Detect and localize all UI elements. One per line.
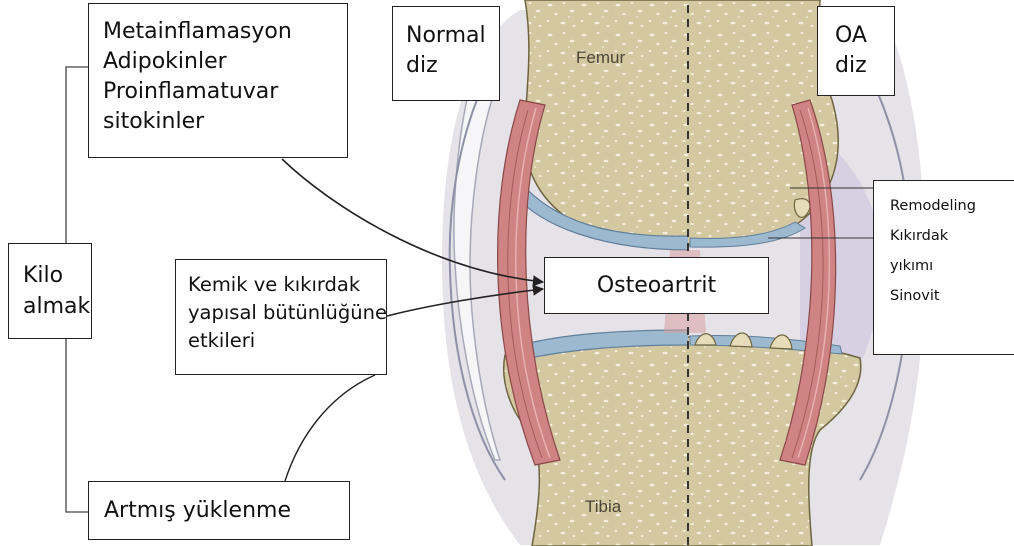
kikirdak-text: Kıkırdak bbox=[890, 221, 1014, 251]
kilo-almak-box: Kilo almak bbox=[8, 243, 92, 339]
proinflamatuvar-text: Proinflamatuvar bbox=[103, 77, 347, 107]
oa-text: OA bbox=[835, 21, 894, 51]
femur-label: Femur bbox=[576, 48, 625, 68]
kilo-text: Kilo bbox=[23, 260, 91, 291]
metainflamasyon-box: Metainflamasyon Adipokinler Proinflamatu… bbox=[88, 3, 348, 158]
sinovit-text: Sinovit bbox=[890, 281, 1014, 311]
femur-bone bbox=[524, 0, 838, 246]
kemik-kikirdak-box: Kemik ve kıkırdak yapısal bütünlüğüne et… bbox=[175, 259, 387, 375]
oa-diz-text: diz bbox=[835, 51, 894, 81]
normal-text: Normal bbox=[406, 21, 499, 51]
sitokinler-text: sitokinler bbox=[103, 107, 347, 137]
metainflamasyon-text: Metainflamasyon bbox=[103, 17, 347, 47]
kemik-line-1: Kemik ve kıkırdak bbox=[188, 271, 386, 299]
artmis-yuklenme-box: Artmış yüklenme bbox=[88, 481, 350, 540]
osteoartrit-box: Osteoartrit bbox=[544, 257, 769, 314]
osteoartrit-text: Osteoartrit bbox=[545, 272, 768, 300]
normal-diz-text: diz bbox=[406, 51, 499, 81]
artmis-text: Artmış yüklenme bbox=[104, 496, 349, 526]
normal-diz-box: Normal diz bbox=[392, 6, 500, 101]
kemik-line-2: yapısal bütünlüğüne bbox=[188, 299, 386, 327]
connector-artmis bbox=[285, 375, 375, 481]
tibia-label: Tibia bbox=[585, 497, 621, 517]
remodeling-text: Remodeling bbox=[890, 191, 1014, 221]
oa-diz-box: OA diz bbox=[817, 6, 895, 96]
adipokinler-text: Adipokinler bbox=[103, 47, 347, 77]
yikimi-text: yıkımı bbox=[890, 251, 1014, 281]
almak-text: almak bbox=[23, 291, 91, 322]
oa-findings-box: Remodeling Kıkırdak yıkımı Sinovit bbox=[873, 180, 1014, 355]
kemik-line-3: etkileri bbox=[188, 327, 386, 355]
